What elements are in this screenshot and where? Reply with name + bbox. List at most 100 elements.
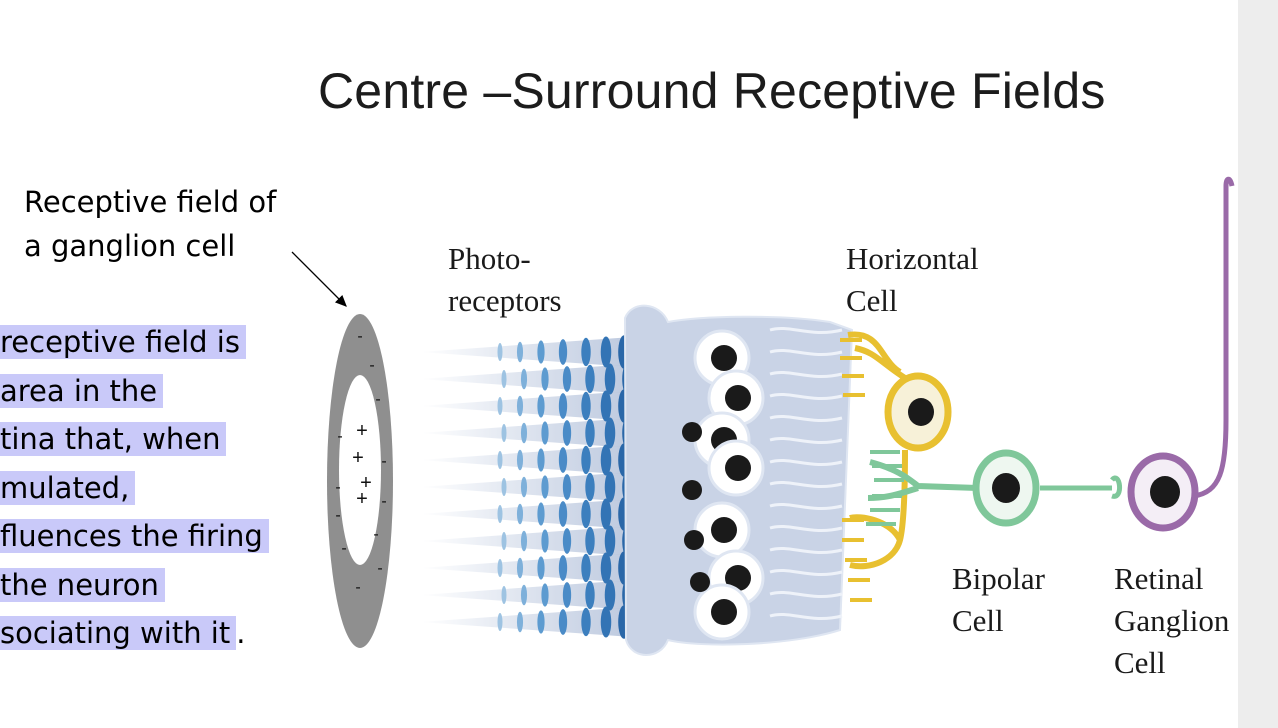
cell-nucleus xyxy=(725,385,751,411)
rod-cell xyxy=(516,557,524,579)
highlighted-text: fluences the firing xyxy=(0,519,269,553)
ganglion-cell xyxy=(1127,176,1235,532)
rod-cell xyxy=(497,613,503,631)
rod-cell xyxy=(581,445,591,475)
label-line: Photo- xyxy=(448,241,531,276)
rod-cell xyxy=(558,339,568,365)
rod-cell xyxy=(501,478,507,496)
rod-cell xyxy=(497,451,503,469)
rod-cell xyxy=(537,610,545,634)
rod-cell xyxy=(585,418,595,448)
bipolar-cell-label: Bipolar Cell xyxy=(952,558,1045,642)
neural-fiber xyxy=(769,371,843,379)
receptive-field-disc xyxy=(327,314,393,648)
rod-cell xyxy=(537,448,545,472)
cone-shape xyxy=(420,445,632,475)
rod-cell xyxy=(558,609,568,635)
rod-cell xyxy=(581,553,591,583)
cell-nucleus xyxy=(711,345,737,371)
rod-cell xyxy=(604,579,616,611)
rod-cell xyxy=(516,503,524,525)
label-line: receptors xyxy=(448,283,562,318)
neural-fiber xyxy=(769,327,843,335)
horizontal-cell xyxy=(840,331,952,602)
rod-cell xyxy=(604,363,616,395)
minus-sign: - xyxy=(335,507,340,524)
rod-cell xyxy=(501,424,507,442)
rod-cell xyxy=(600,336,612,368)
ganglion-cell-label: Retinal Ganglion Cell xyxy=(1114,558,1229,684)
cone-shape xyxy=(420,553,632,583)
highlighted-text: the neuron xyxy=(0,567,165,602)
rod-cell xyxy=(585,364,595,394)
rod-cell xyxy=(541,421,549,445)
rod-cell xyxy=(558,555,568,581)
label-line: Ganglion xyxy=(1114,603,1230,638)
definition-line: sociating with it. xyxy=(0,609,269,658)
rod-cell xyxy=(585,472,595,502)
callout-line-2: a ganglion cell xyxy=(24,229,236,263)
neural-fiber xyxy=(769,459,843,467)
neural-fiber xyxy=(769,525,843,533)
definition-line: fluences the firing xyxy=(0,512,269,561)
rod-cell xyxy=(541,529,549,553)
highlighted-text: tina that, when xyxy=(0,422,227,456)
rod-cell xyxy=(558,447,568,473)
rod-cell xyxy=(604,525,616,557)
highlighted-text: receptive field is xyxy=(0,325,246,359)
bipolar-cell xyxy=(866,449,1122,527)
rod-cell xyxy=(537,340,545,364)
highlighted-text: sociating with it xyxy=(0,616,237,650)
rod-cell xyxy=(497,559,503,577)
minus-sign: - xyxy=(381,493,386,510)
callout-arrow xyxy=(291,251,347,307)
cell-nucleus xyxy=(711,517,737,543)
rod-cell xyxy=(581,337,591,367)
rod-cell xyxy=(581,607,591,637)
rod-cell xyxy=(558,501,568,527)
rod-cell xyxy=(520,476,528,498)
rod-cell xyxy=(558,393,568,419)
neural-fiber xyxy=(769,349,843,357)
minus-sign: - xyxy=(337,428,342,445)
rod-cell xyxy=(541,475,549,499)
cone-shape xyxy=(420,499,632,529)
plus-sign: + xyxy=(356,488,368,510)
label-line: Cell xyxy=(1114,645,1166,680)
minus-sign: - xyxy=(335,479,340,496)
rod-cell xyxy=(600,498,612,530)
neural-fiber xyxy=(769,415,843,423)
neural-fiber xyxy=(769,437,843,445)
rod-cell xyxy=(520,368,528,390)
plus-sign: + xyxy=(356,420,368,442)
rod-cell xyxy=(600,444,612,476)
label-line: Retinal xyxy=(1114,561,1204,596)
cell-nucleus xyxy=(725,455,751,481)
rod-cell xyxy=(562,420,572,446)
rod-cell xyxy=(562,366,572,392)
rod-cell xyxy=(537,502,545,526)
minus-sign: - xyxy=(357,328,362,345)
rod-cell xyxy=(585,526,595,556)
plus-sign: + xyxy=(360,472,372,494)
cell-nucleus xyxy=(690,572,710,592)
rod-cell xyxy=(604,471,616,503)
minus-sign: - xyxy=(373,526,378,543)
callout-line-1: Receptive field of xyxy=(24,185,277,219)
neural-fiber xyxy=(769,569,843,577)
neural-fiber xyxy=(769,481,843,489)
definition-line: receptive field is xyxy=(0,318,269,367)
label-line: Horizontal xyxy=(846,241,979,276)
neural-fiber xyxy=(769,613,843,621)
cell-nucleus xyxy=(682,480,702,500)
rod-cell xyxy=(497,505,503,523)
rod-cell xyxy=(516,395,524,417)
receptive-field-callout: Receptive field of a ganglion cell xyxy=(24,180,276,268)
rod-cell xyxy=(520,584,528,606)
definition-line: area in the xyxy=(0,367,269,416)
rod-cell xyxy=(562,528,572,554)
rod-cell xyxy=(501,532,507,550)
rod-cell xyxy=(537,394,545,418)
